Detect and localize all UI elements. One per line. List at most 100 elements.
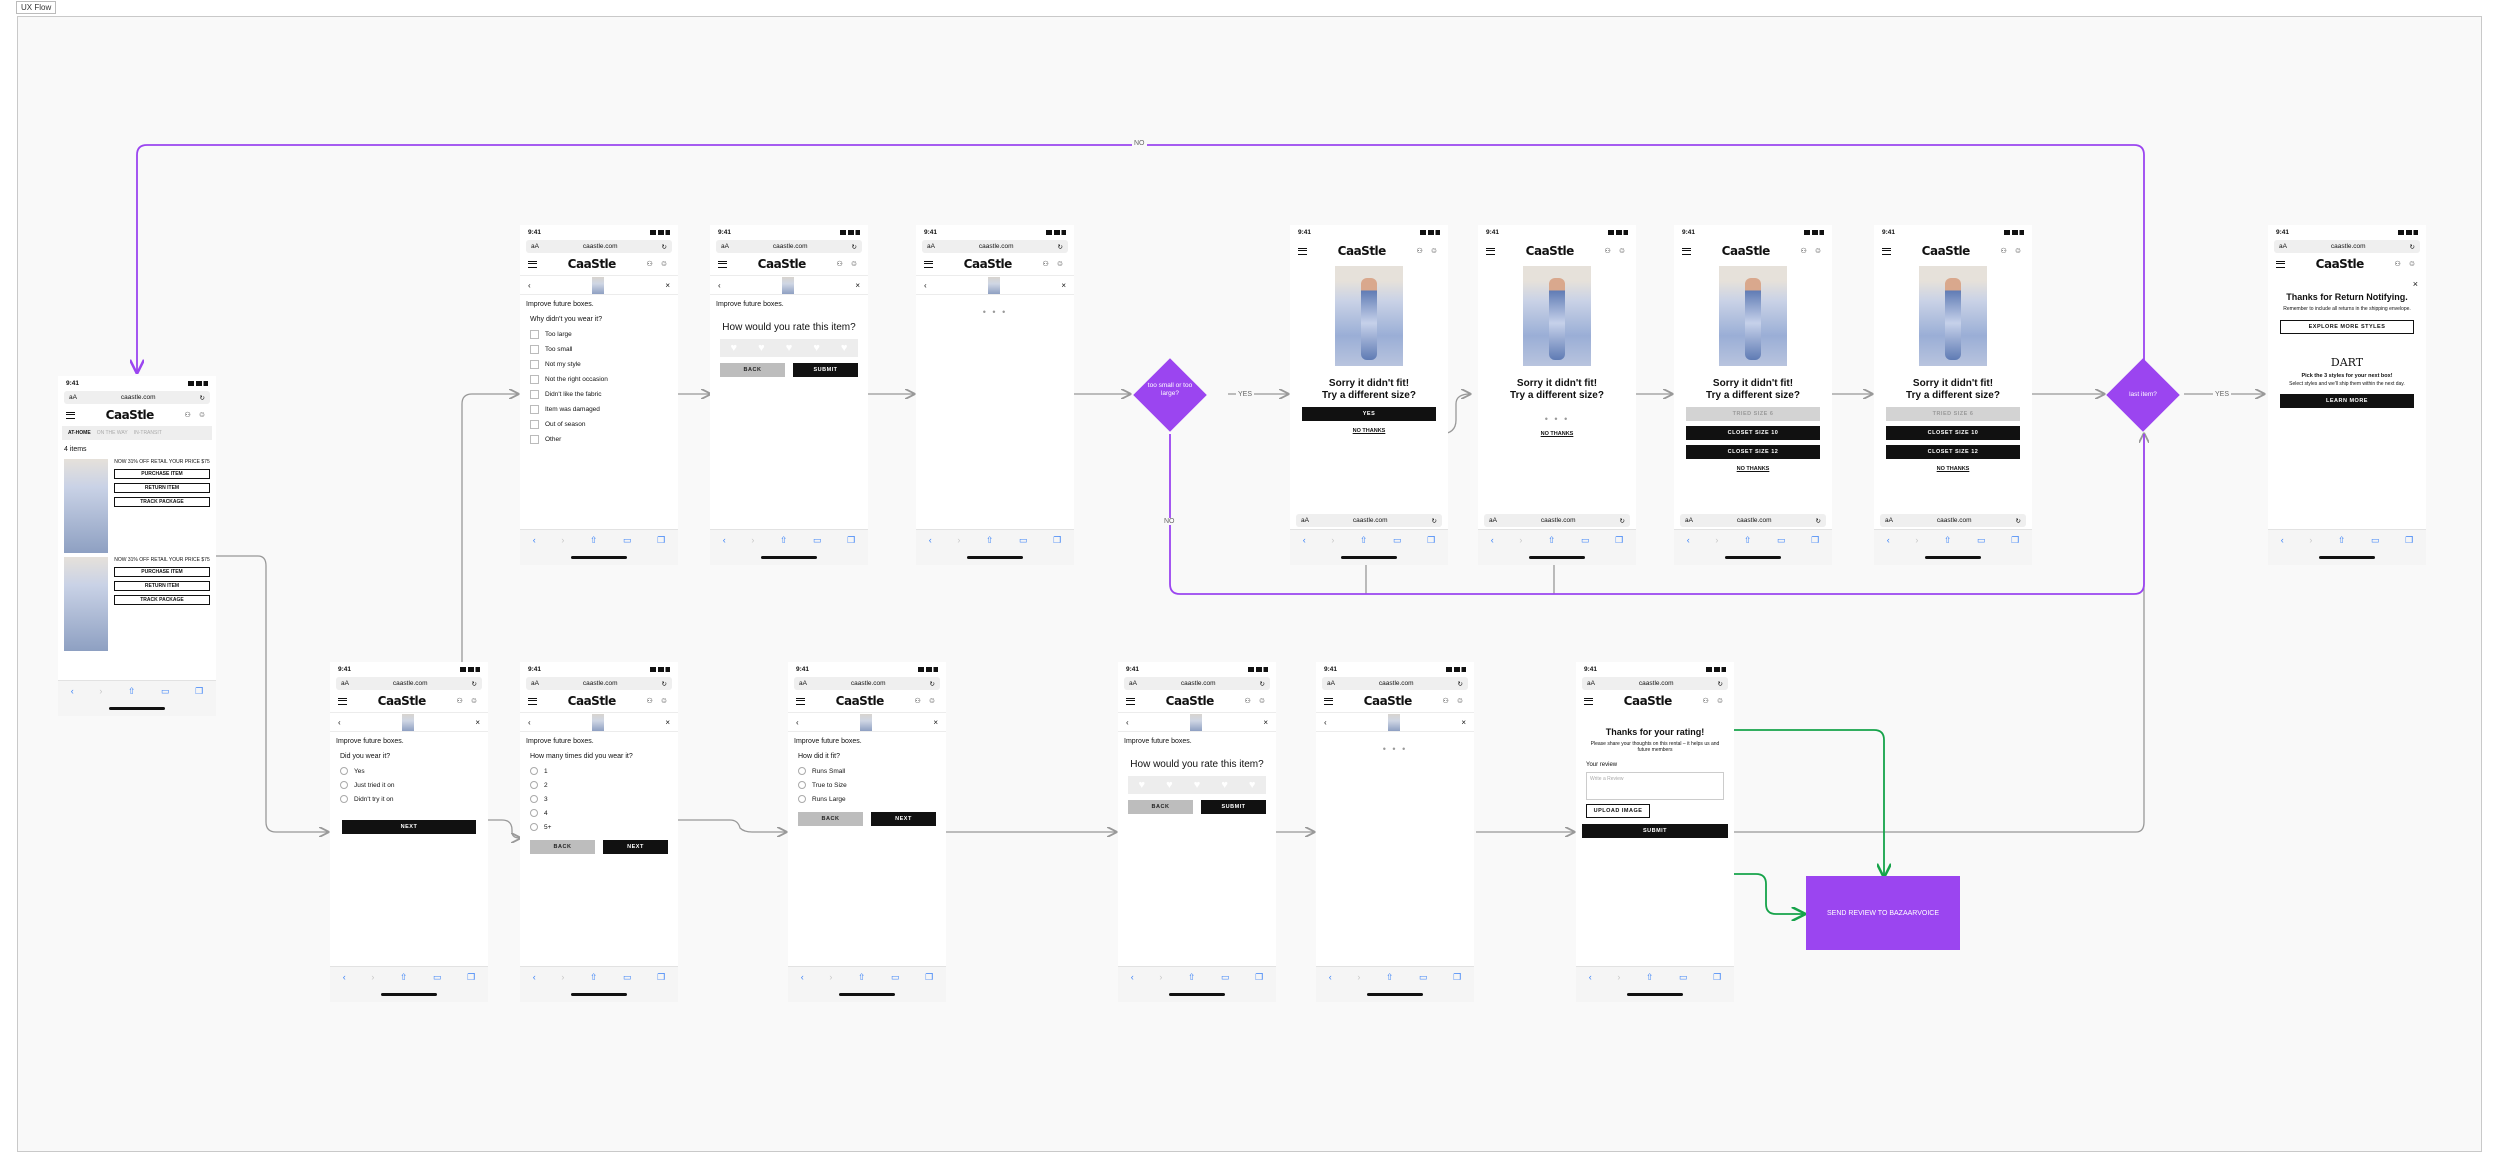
reload-icon[interactable]: ↻ [1815,517,1821,525]
heart-icon[interactable]: ♥ [1166,779,1173,791]
forward-icon[interactable]: › [99,686,103,696]
menu-icon[interactable] [2276,260,2285,268]
why-option[interactable]: Not my style [520,357,678,372]
url-text[interactable]: caastle.com [1540,517,1576,524]
checkbox[interactable] [530,405,539,414]
bookmarks-icon[interactable]: ▭ [623,971,632,982]
url-text[interactable]: caastle.com [582,243,618,250]
forward-icon[interactable]: › [1159,972,1163,982]
text-size-label[interactable]: aA [2279,243,2287,250]
menu-icon[interactable] [1126,697,1135,705]
submit-button[interactable]: SUBMIT [1582,824,1728,838]
back-icon[interactable]: ‹ [1886,535,1890,545]
back-icon[interactable]: ‹ [1302,535,1306,545]
why-option[interactable]: Other [520,432,678,447]
tab-0[interactable]: AT-HOME [68,430,91,436]
browser-nav-icons[interactable]: ‹›⇧▭❐ [520,530,678,550]
account-icons[interactable]: ⚇ ♲ [914,698,938,705]
menu-icon[interactable] [528,260,537,268]
bookmarks-icon[interactable]: ▭ [2371,534,2380,545]
url-text[interactable]: caastle.com [1936,517,1972,524]
back-icon[interactable]: ‹ [342,972,346,982]
checkbox[interactable] [530,420,539,429]
share-icon[interactable]: ⇧ [399,971,408,982]
back-arrow-icon[interactable]: ‹ [1324,717,1327,727]
share-icon[interactable]: ⇧ [1385,971,1394,982]
radio-button[interactable] [530,809,538,817]
close-icon[interactable]: × [1461,717,1466,727]
close-icon[interactable]: × [665,717,670,727]
text-size-label[interactable]: aA [1685,517,1693,524]
why-option[interactable]: Didn't like the fabric [520,387,678,402]
radio-button[interactable] [798,781,806,789]
back-arrow-icon[interactable]: ‹ [1126,717,1129,727]
heart-icon[interactable]: ♥ [840,342,848,354]
brand-logo[interactable]: CaaStle [757,257,807,271]
browser-nav-icons[interactable]: ‹›⇧▭❐ [916,530,1074,550]
checkbox[interactable] [530,345,539,354]
closet-size-12-button[interactable]: CLOSET SIZE 12 [1686,445,1820,459]
browser-nav-icons[interactable]: ‹›⇧▭❐ [1874,530,2032,550]
bookmarks-icon[interactable]: ▭ [813,534,822,545]
tabs-icon[interactable]: ❐ [2011,534,2020,545]
purchase-item-button[interactable]: PURCHASE ITEM [114,567,210,577]
url-text[interactable]: caastle.com [1736,517,1772,524]
browser-nav-icons[interactable]: ‹›⇧▭❐ [1576,967,1734,987]
brand-logo[interactable]: CaaStle [1623,694,1673,708]
text-size-label[interactable]: aA [69,394,77,401]
share-icon[interactable]: ⇧ [589,971,598,982]
back-button[interactable]: BACK [1128,800,1193,814]
heart-icon[interactable]: ♥ [1248,779,1256,791]
share-icon[interactable]: ⇧ [1547,534,1556,545]
tab-1[interactable]: ON THE WAY [96,430,128,436]
heart-icon[interactable]: ♥ [813,342,820,354]
radio-button[interactable] [798,795,806,803]
share-icon[interactable]: ⇧ [779,534,788,545]
close-icon[interactable]: × [665,280,670,290]
text-size-label[interactable]: aA [1301,517,1309,524]
fit-option[interactable]: True to Size [788,778,946,792]
browser-nav-icons[interactable]: ‹›⇧▭❐ [1674,530,1832,550]
tabs-icon[interactable]: ❐ [1427,534,1436,545]
reload-icon[interactable]: ↻ [1619,517,1625,525]
forward-icon[interactable]: › [561,535,565,545]
radio-button[interactable] [530,767,538,775]
menu-icon[interactable] [1882,247,1891,255]
url-bar[interactable]: aA caastle.com ↻ [1680,514,1826,527]
return-item-button[interactable]: RETURN ITEM [114,483,210,493]
url-text[interactable]: caastle.com [2330,243,2366,250]
tabs-icon[interactable]: ❐ [925,971,934,982]
bookmarks-icon[interactable]: ▭ [1393,534,1402,545]
share-icon[interactable]: ⇧ [1359,534,1368,545]
tabs-icon[interactable]: ❐ [1453,971,1462,982]
radio-button[interactable] [530,795,538,803]
no-thanks-link[interactable]: NO THANKS [1540,431,1574,437]
back-icon[interactable]: ‹ [532,972,536,982]
reload-icon[interactable]: ↻ [2015,517,2021,525]
heart-rating[interactable]: ♥♥♥♥♥ [720,339,858,357]
text-size-label[interactable]: aA [1327,680,1335,687]
closet-size-12-button[interactable]: CLOSET SIZE 12 [1886,445,2020,459]
back-arrow-icon[interactable]: ‹ [528,280,531,290]
share-icon[interactable]: ⇧ [1645,971,1654,982]
brand-logo[interactable]: CaaStle [567,694,617,708]
tabs-icon[interactable]: ❐ [195,685,204,696]
url-text[interactable]: caastle.com [1352,517,1388,524]
back-button[interactable]: BACK [720,363,785,377]
forward-icon[interactable]: › [561,972,565,982]
menu-icon[interactable] [1682,247,1691,255]
reload-icon[interactable]: ↻ [1259,680,1265,688]
text-size-label[interactable]: aA [927,243,935,250]
submit-button[interactable]: SUBMIT [793,363,858,377]
account-icons[interactable]: ⚇ ♲ [1604,248,1628,255]
tabs-icon[interactable]: ❐ [1713,971,1722,982]
reload-icon[interactable]: ↻ [1057,243,1063,251]
share-icon[interactable]: ⇧ [857,971,866,982]
back-icon[interactable]: ‹ [722,535,726,545]
return-item-button[interactable]: RETURN ITEM [114,581,210,591]
